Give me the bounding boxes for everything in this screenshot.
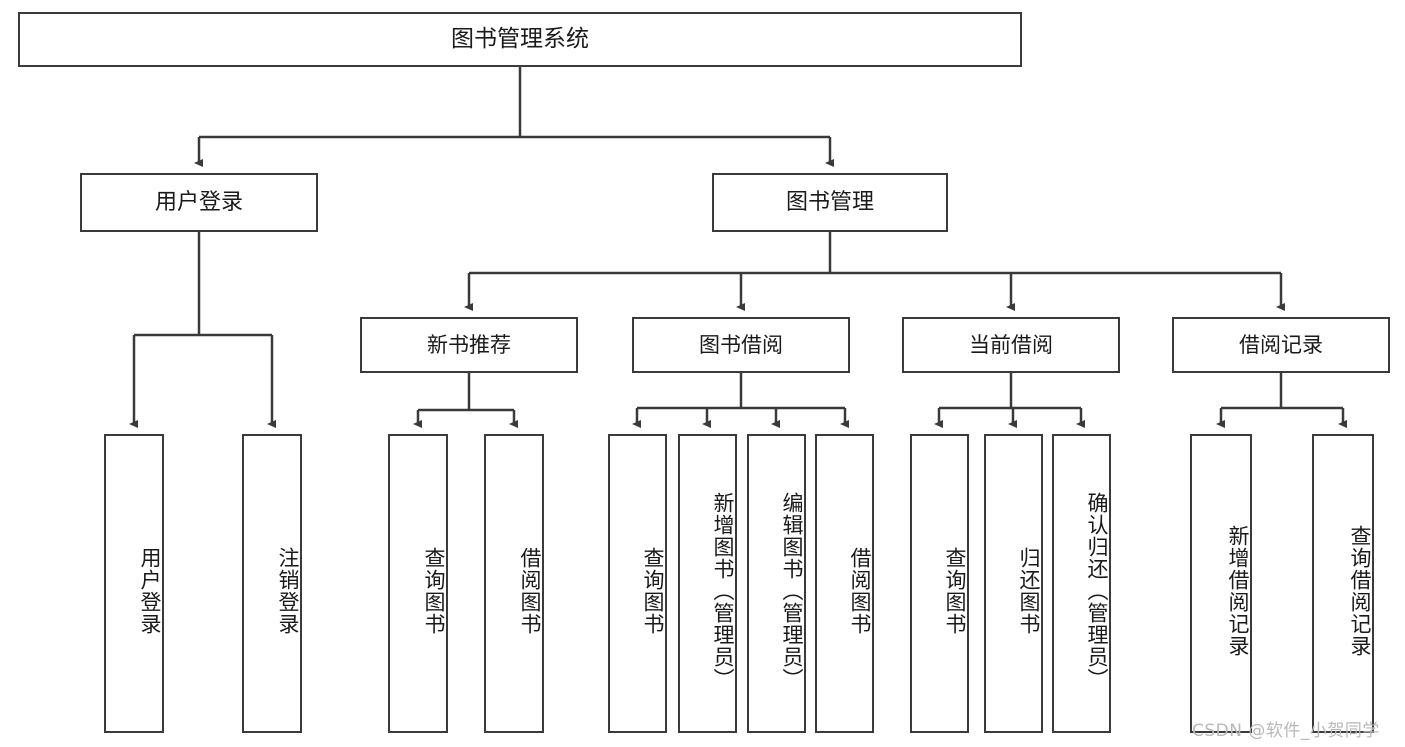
- node-leaf-return-books[interactable]: 归还图书: [984, 434, 1043, 733]
- node-leaf-query-books-current[interactable]: 查询图书: [910, 434, 969, 733]
- node-book-management[interactable]: 图书管理: [712, 173, 948, 232]
- node-leaf-query-borrow-record[interactable]: 查询借阅记录: [1312, 434, 1374, 733]
- node-book-borrowing[interactable]: 图书借阅: [632, 317, 850, 373]
- node-user-login[interactable]: 用户登录: [80, 173, 318, 232]
- node-leaf-borrow-books[interactable]: 借阅图书: [815, 434, 874, 733]
- csdn-watermark: CSDN @软件_小贺同学: [1192, 721, 1380, 741]
- node-borrowing-records[interactable]: 借阅记录: [1172, 317, 1390, 373]
- node-leaf-user-login[interactable]: 用户登录: [104, 434, 164, 733]
- node-leaf-logout[interactable]: 注销登录: [242, 434, 302, 733]
- node-leaf-add-book-admin[interactable]: 新增图书（管理员）: [678, 434, 737, 733]
- node-leaf-borrow-books-new[interactable]: 借阅图书: [484, 434, 544, 733]
- node-leaf-add-borrow-record[interactable]: 新增借阅记录: [1190, 434, 1252, 733]
- node-current-borrowing[interactable]: 当前借阅: [902, 317, 1120, 373]
- node-new-book-recommendation[interactable]: 新书推荐: [360, 317, 578, 373]
- node-leaf-query-books-new[interactable]: 查询图书: [388, 434, 448, 733]
- node-leaf-confirm-return-admin[interactable]: 确认归还（管理员）: [1052, 434, 1111, 733]
- node-root-book-management-system[interactable]: 图书管理系统: [18, 12, 1022, 67]
- node-leaf-query-books-borrow[interactable]: 查询图书: [608, 434, 667, 733]
- node-leaf-edit-book-admin[interactable]: 编辑图书（管理员）: [747, 434, 806, 733]
